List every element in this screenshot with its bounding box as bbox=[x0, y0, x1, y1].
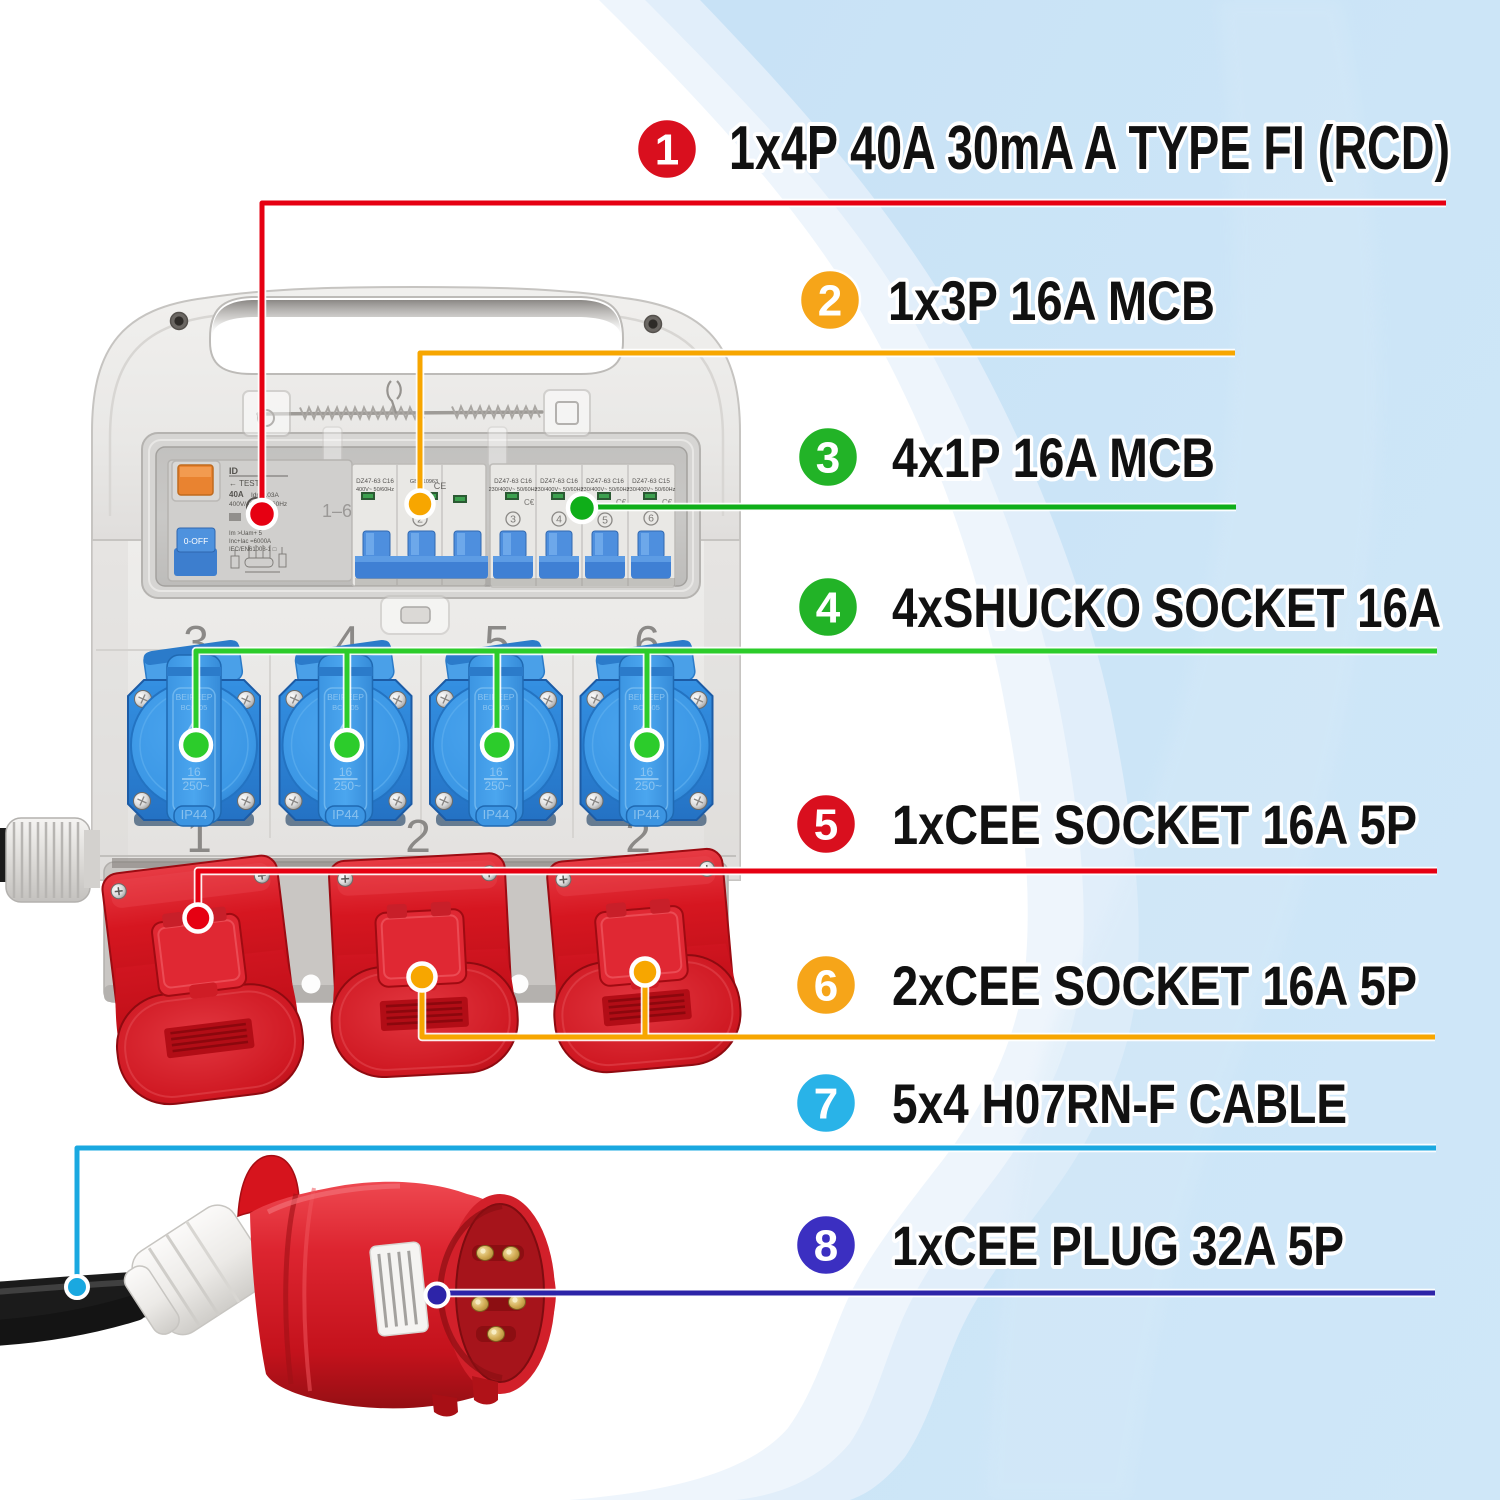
svg-text:Im >Uam+ 5: Im >Uam+ 5 bbox=[229, 531, 263, 537]
svg-text:230/400V~ 50/60Hz: 230/400V~ 50/60Hz bbox=[627, 487, 676, 493]
svg-text:Inc+Iac =6000A: Inc+Iac =6000A bbox=[229, 539, 271, 545]
svg-text:1xCEE SOCKET 16A 5P: 1xCEE SOCKET 16A 5P bbox=[892, 793, 1417, 856]
svg-text:4x1P 16A MCB: 4x1P 16A MCB bbox=[892, 426, 1215, 489]
svg-text:DZ47-63 C16: DZ47-63 C16 bbox=[586, 478, 624, 485]
svg-text:ID: ID bbox=[229, 466, 239, 476]
svg-text:4xSHUCKO SOCKET 16A: 4xSHUCKO SOCKET 16A bbox=[892, 576, 1441, 639]
svg-text:7: 7 bbox=[814, 1080, 838, 1129]
svg-text:DZ47-63 C16: DZ47-63 C16 bbox=[494, 478, 532, 485]
svg-text:C€: C€ bbox=[662, 498, 673, 507]
svg-text:1x4P 40A 30mA A TYPE FI (RCD): 1x4P 40A 30mA A TYPE FI (RCD) bbox=[729, 114, 1450, 183]
svg-text:230/400V~ 50/60Hz: 230/400V~ 50/60Hz bbox=[535, 487, 584, 493]
svg-text:250~: 250~ bbox=[182, 779, 209, 793]
svg-text:230/400V~ 50/60Hz: 230/400V~ 50/60Hz bbox=[489, 487, 538, 493]
svg-text:IP44: IP44 bbox=[181, 807, 208, 822]
svg-text:6: 6 bbox=[648, 513, 654, 525]
svg-text:16: 16 bbox=[640, 765, 654, 779]
svg-text:2: 2 bbox=[818, 277, 842, 326]
svg-text:← TEST: ← TEST bbox=[229, 479, 260, 488]
svg-text:8: 8 bbox=[814, 1222, 838, 1271]
svg-text:5: 5 bbox=[814, 801, 838, 850]
svg-text:DZ47-63 C16: DZ47-63 C16 bbox=[356, 478, 394, 485]
svg-text:IP44: IP44 bbox=[332, 807, 359, 822]
svg-text:16: 16 bbox=[187, 765, 201, 779]
svg-text:C€: C€ bbox=[524, 498, 535, 507]
svg-text:3: 3 bbox=[510, 514, 516, 526]
svg-text:5x4 H07RN-F CABLE: 5x4 H07RN-F CABLE bbox=[892, 1072, 1347, 1135]
svg-text:3: 3 bbox=[816, 434, 840, 483]
svg-text:250~: 250~ bbox=[334, 779, 361, 793]
svg-text:DZ47-63 C15: DZ47-63 C15 bbox=[632, 478, 670, 485]
svg-text:1x3P 16A MCB: 1x3P 16A MCB bbox=[888, 269, 1215, 332]
svg-text:4: 4 bbox=[556, 514, 562, 526]
svg-text:IEC/EN61008-1 □: IEC/EN61008-1 □ bbox=[229, 547, 277, 553]
svg-text:0-OFF: 0-OFF bbox=[184, 536, 209, 546]
svg-text:2: 2 bbox=[405, 810, 431, 862]
svg-text:C€: C€ bbox=[616, 498, 627, 507]
svg-text:230/400V~ 50/60Hz: 230/400V~ 50/60Hz bbox=[581, 487, 630, 493]
svg-text:1xCEE PLUG 32A 5P: 1xCEE PLUG 32A 5P bbox=[892, 1214, 1344, 1277]
svg-text:5: 5 bbox=[602, 515, 608, 527]
svg-text:250~: 250~ bbox=[635, 779, 662, 793]
svg-text:CE: CE bbox=[434, 481, 447, 491]
svg-text:16: 16 bbox=[489, 765, 503, 779]
svg-text:250~: 250~ bbox=[484, 779, 511, 793]
svg-text:2xCEE SOCKET 16A 5P: 2xCEE SOCKET 16A 5P bbox=[892, 954, 1417, 1017]
svg-text:40A: 40A bbox=[229, 490, 244, 499]
svg-text:1–6: 1–6 bbox=[322, 501, 352, 521]
svg-text:IP44: IP44 bbox=[483, 807, 510, 822]
svg-text:6: 6 bbox=[814, 962, 838, 1011]
svg-text:400V~ 50/60Hz: 400V~ 50/60Hz bbox=[356, 487, 394, 493]
svg-text:1: 1 bbox=[655, 126, 679, 175]
svg-text:16: 16 bbox=[339, 765, 353, 779]
svg-text:4: 4 bbox=[816, 584, 841, 633]
svg-text:DZ47-63 C16: DZ47-63 C16 bbox=[540, 478, 578, 485]
svg-text:IP44: IP44 bbox=[633, 807, 660, 822]
